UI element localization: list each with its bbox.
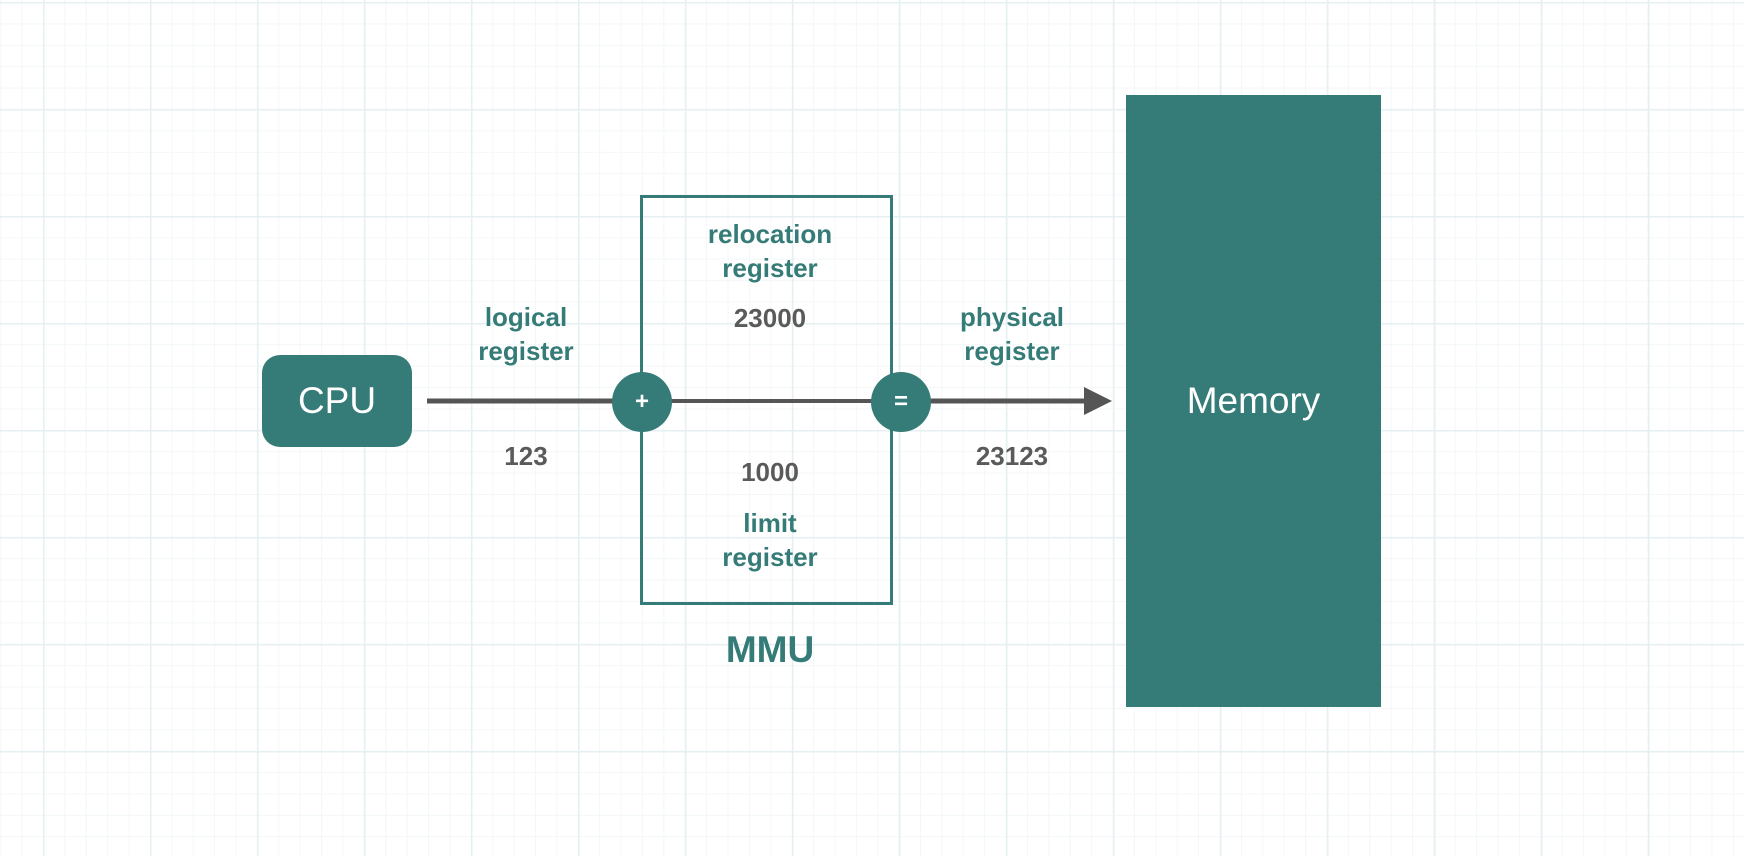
mmu-title: MMU — [725, 629, 815, 670]
logical-register-label: logical register — [478, 302, 574, 366]
limit-register-value: 1000 — [741, 457, 799, 487]
memory-box: Memory — [1126, 95, 1381, 707]
relocation-register-label: relocation register — [707, 219, 833, 283]
equals-symbol: = — [893, 388, 908, 415]
arrowhead-icon — [1084, 387, 1112, 415]
physical-register-label: physical register — [959, 302, 1065, 366]
cpu-label: CPU — [297, 380, 377, 421]
memory-label: Memory — [1186, 380, 1321, 421]
cpu-box: CPU — [262, 355, 412, 447]
limit-register-label: limit register — [722, 508, 818, 572]
equals-operator: = — [871, 372, 931, 432]
logical-register-value: 123 — [504, 441, 548, 471]
plus-symbol: + — [634, 388, 649, 415]
physical-register-value: 23123 — [975, 441, 1049, 471]
plus-operator: + — [612, 372, 672, 432]
relocation-register-value: 23000 — [733, 303, 807, 333]
